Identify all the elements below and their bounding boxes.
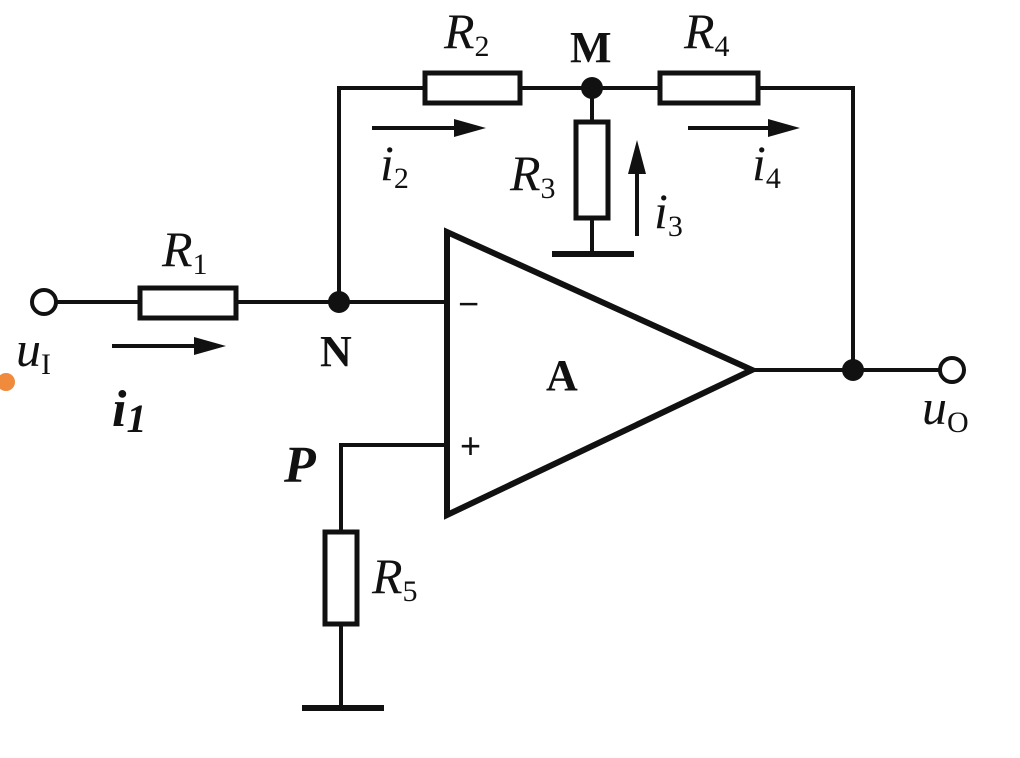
arrow-i4 [688,119,800,137]
resistor-r1 [137,285,239,321]
label-ui: uI [16,321,51,381]
label-r1: R1 [161,221,208,281]
label-i1: i1 [112,381,146,441]
resistor-r4 [657,70,761,106]
label-r2: R2 [443,3,490,63]
resistor-r2 [422,70,523,106]
arrow-i3 [628,140,646,236]
label-i3: i3 [654,183,683,243]
arrow-i2 [372,119,486,137]
arrow-i1 [112,337,226,355]
op-amp-triangle [444,227,760,520]
label-r3: R3 [509,145,556,205]
label-r5: R5 [371,548,418,608]
resistor-r3 [573,119,611,221]
label-r4: R4 [683,3,730,63]
label-node-n: N [320,327,352,376]
junction-output [842,359,864,381]
resistor-r5 [322,529,360,627]
label-node-p: P [283,437,317,494]
op-amp-plus-sign: + [460,425,481,466]
terminal-output [938,356,966,384]
junction-n [328,291,350,313]
label-i2: i2 [380,135,409,195]
op-amp-minus-sign: − [458,283,479,324]
terminal-input [30,288,58,316]
label-node-m: M [570,23,612,72]
junction-m [581,77,603,99]
label-uo: uO [922,379,969,439]
marker-dot [0,373,15,391]
label-i4: i4 [752,135,781,195]
op-amp-label: A [546,351,578,400]
